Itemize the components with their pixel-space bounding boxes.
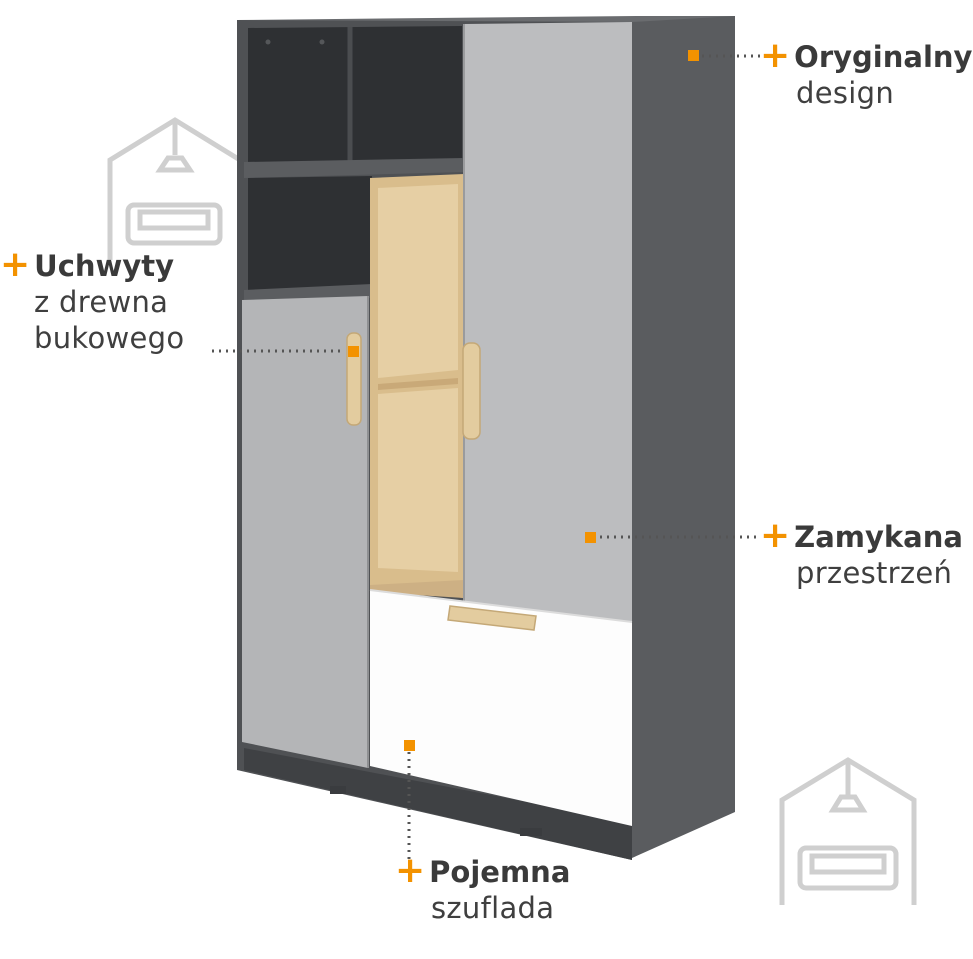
feature-subtitle: bukowego bbox=[34, 321, 185, 355]
feature-title: Zamykana bbox=[794, 520, 963, 554]
marker-closed-space bbox=[585, 532, 596, 543]
marker-drawer bbox=[404, 740, 415, 751]
marker-handles bbox=[348, 346, 359, 357]
feature-subtitle: szuflada bbox=[431, 891, 555, 925]
marker-design bbox=[688, 50, 699, 61]
feature-title: Pojemna bbox=[429, 855, 571, 889]
feature-design: +Oryginalny design bbox=[760, 38, 972, 111]
cabinet bbox=[237, 16, 735, 860]
feature-subtitle: design bbox=[796, 76, 895, 110]
house-sofa-watermark-icon bbox=[779, 757, 917, 905]
feature-title: Oryginalny bbox=[794, 40, 973, 74]
feature-subtitle: z drewna bbox=[34, 285, 169, 319]
plus-icon: + bbox=[395, 850, 426, 891]
plus-icon: + bbox=[760, 515, 791, 556]
feature-subtitle: przestrzeń bbox=[796, 556, 953, 590]
plus-icon: + bbox=[0, 244, 31, 285]
annotation-lines bbox=[212, 54, 762, 860]
feature-closed-space: +Zamykana przestrzeń bbox=[760, 518, 963, 591]
plus-icon: + bbox=[760, 35, 791, 76]
feature-drawer: +Pojemna szuflada bbox=[395, 853, 570, 926]
feature-handles: +Uchwyty z drewna bukowego bbox=[0, 247, 184, 356]
feature-title: Uchwyty bbox=[34, 249, 175, 283]
annotation-markers bbox=[348, 50, 699, 751]
house-sofa-watermark-icon bbox=[107, 117, 243, 260]
